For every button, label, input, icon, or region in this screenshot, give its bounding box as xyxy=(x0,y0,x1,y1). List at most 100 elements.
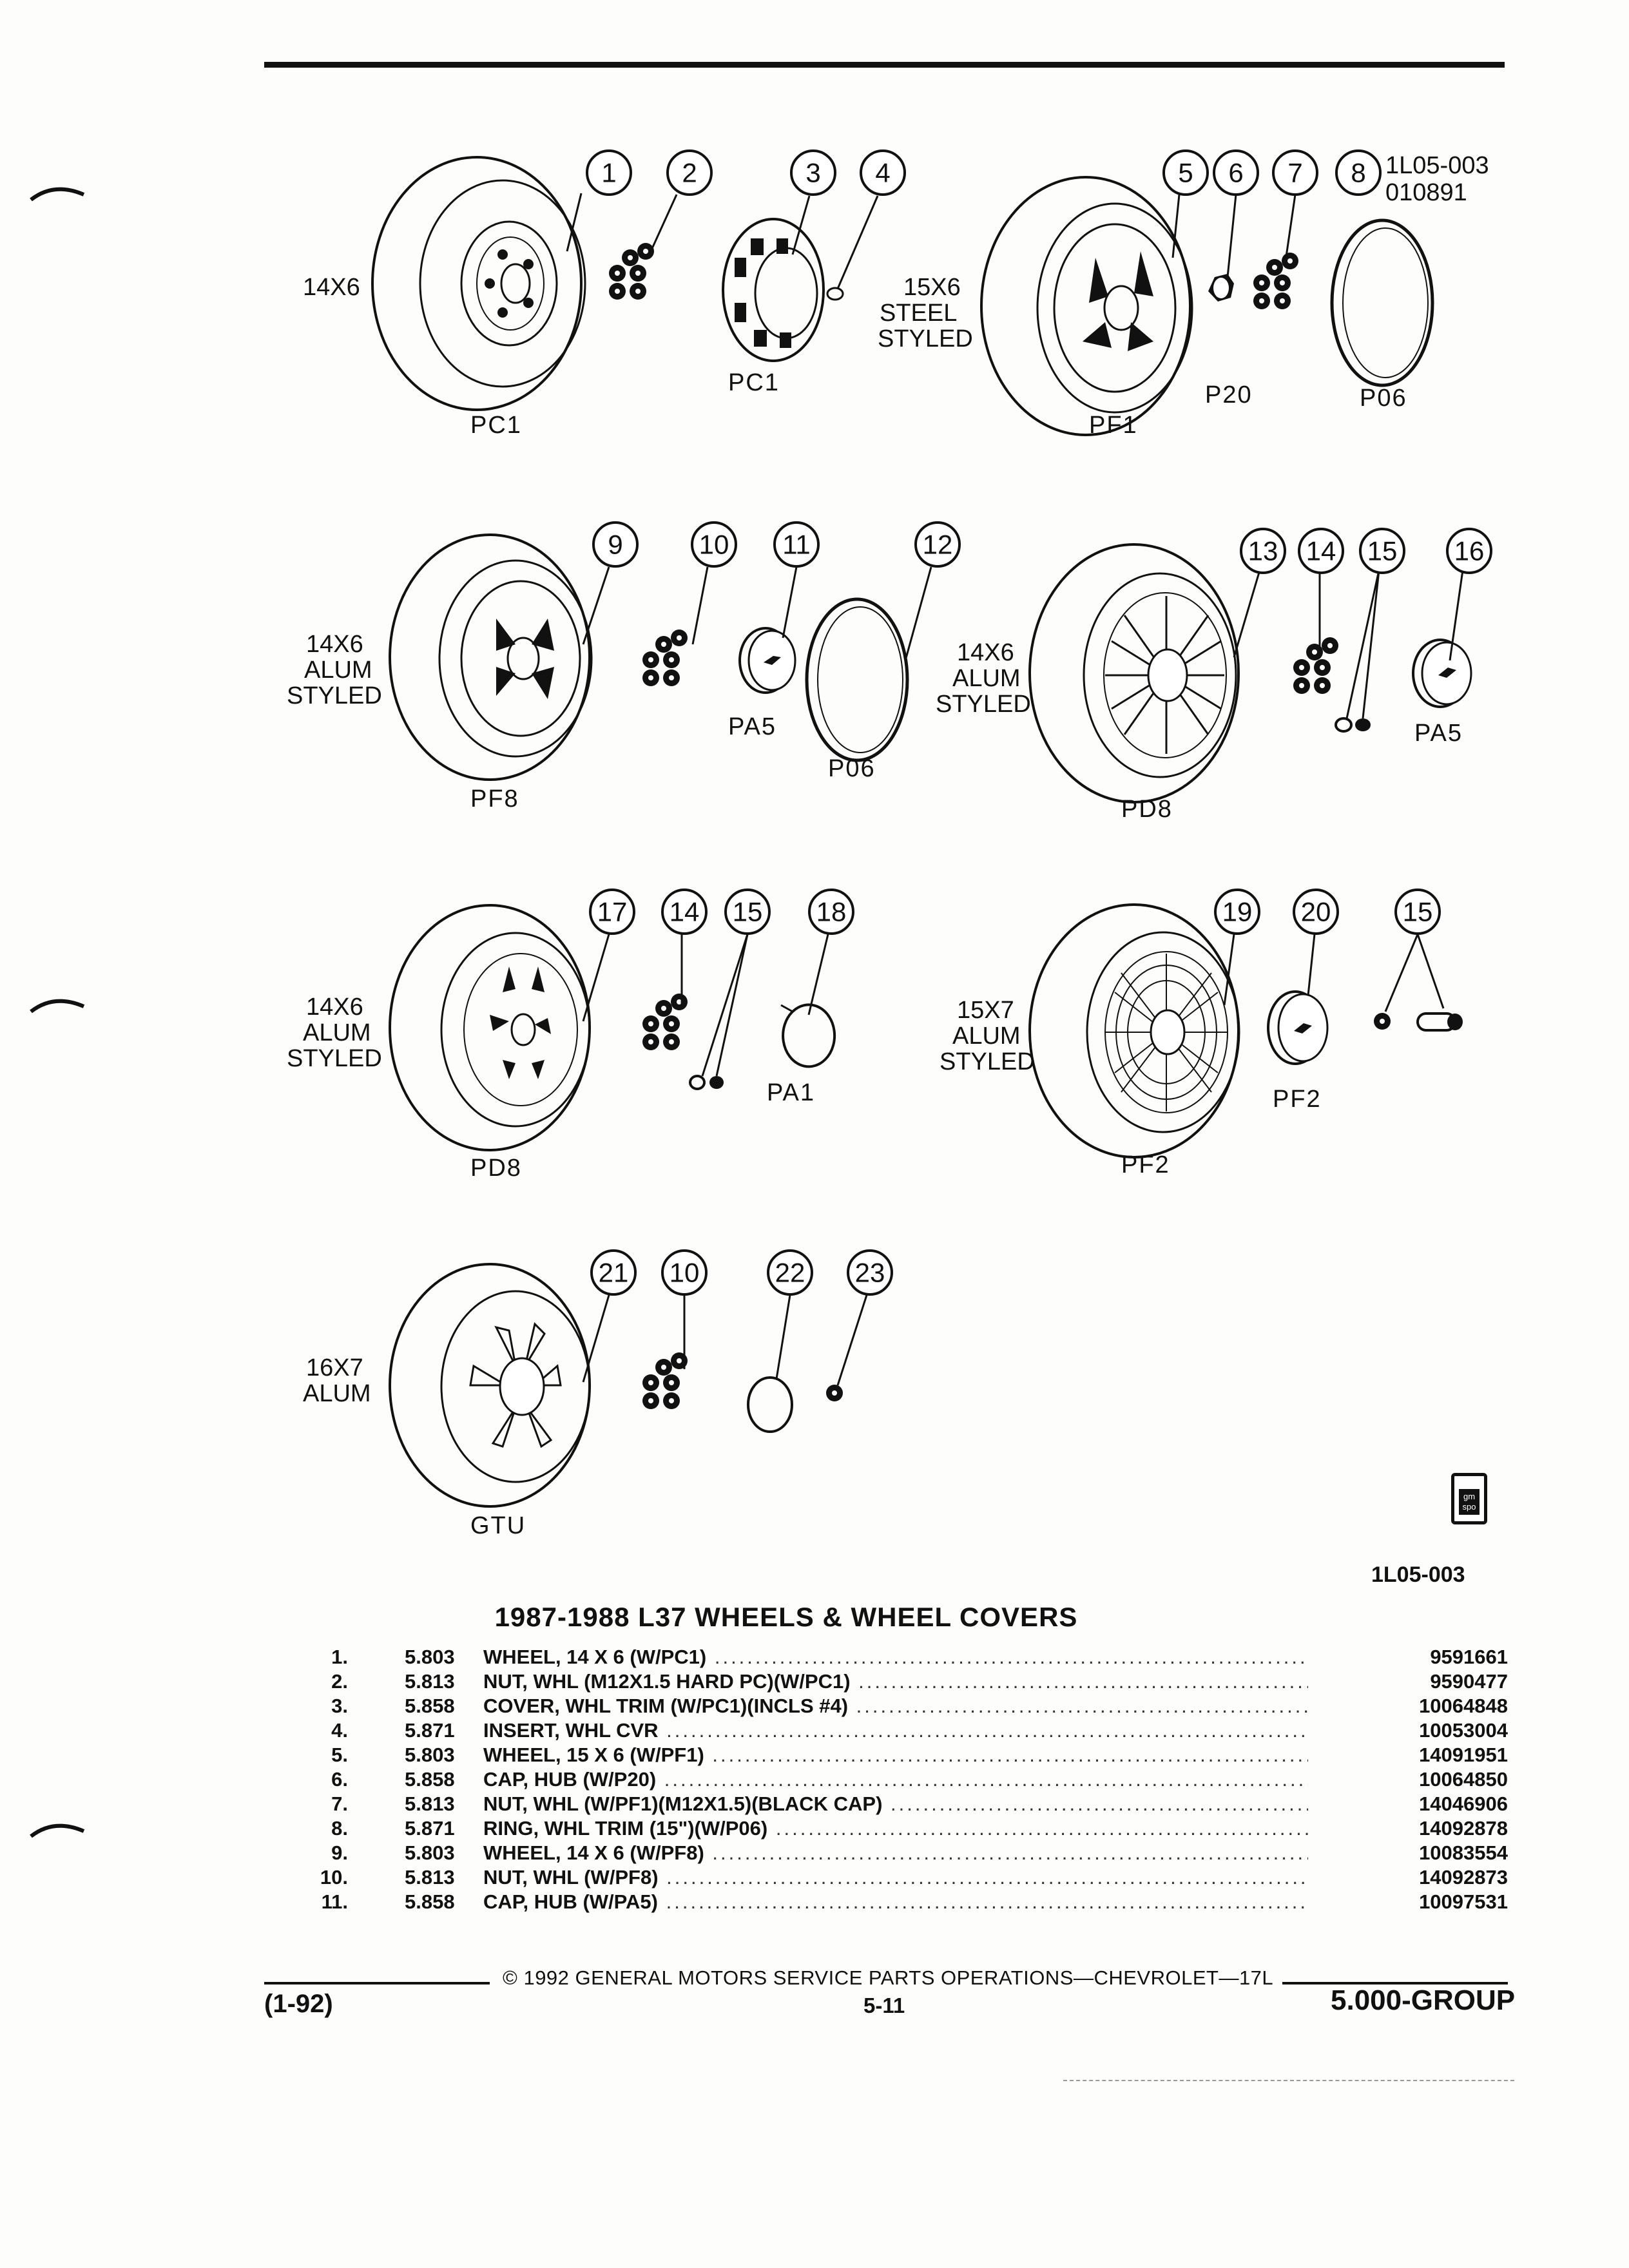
part-detail: , HUB (W/PA5) xyxy=(523,1890,658,1913)
svg-text:11: 11 xyxy=(782,530,811,560)
part-description: CAP, HUB (W/P20) .......................… xyxy=(483,1767,1308,1792)
svg-text:15: 15 xyxy=(733,897,763,927)
group-number: 5.858 xyxy=(405,1695,455,1717)
valve-stems-pd8 xyxy=(1335,717,1371,733)
item-number: 9. xyxy=(331,1841,348,1864)
insert-pc1 xyxy=(826,287,844,301)
lock-nut-set-pf2 xyxy=(1374,1012,1463,1032)
part-description: NUT, WHL (M12X1.5 HARD PC)(W/PC1) ......… xyxy=(483,1669,1308,1694)
part-description: WHEEL, 14 X 6 (W/PC1) ..................… xyxy=(483,1645,1308,1669)
size-label-pf8-line1: 14X6 xyxy=(306,631,363,658)
part-description: CAP, HUB (W/PA5) .......................… xyxy=(483,1890,1308,1914)
svg-text:10: 10 xyxy=(699,530,729,560)
callout-15: 15 xyxy=(1359,528,1405,574)
svg-text:20: 20 xyxy=(1301,897,1331,927)
parts-row: 3. 5.858 COVER, WHL TRIM (W/PC1)(INCLS #4)… xyxy=(296,1694,1508,1718)
part-code-pf2: PF2 xyxy=(1273,1086,1322,1113)
svg-text:2: 2 xyxy=(682,158,697,188)
wheel-code-pf8: PF8 xyxy=(470,785,519,812)
svg-text:22: 22 xyxy=(775,1258,805,1288)
part-name: CAP xyxy=(483,1768,523,1791)
center-cap-pa1 xyxy=(780,1003,836,1068)
wheel-group-gtu: 16X7 ALUM GTU 21 10 22 23 xyxy=(303,1249,893,1539)
item-number: 11. xyxy=(321,1890,348,1913)
group-label: 5.000-GROUP xyxy=(1331,1984,1516,2016)
part-number: 14046906 xyxy=(1419,1792,1508,1815)
svg-text:3: 3 xyxy=(805,158,820,188)
group-number: 5.813 xyxy=(405,1866,455,1888)
group-number: 5.813 xyxy=(405,1670,455,1693)
part-code-p20: P20 xyxy=(1205,381,1253,408)
callout-7: 7 xyxy=(1272,149,1318,196)
size-label-pd8-line2: ALUM xyxy=(952,665,1021,692)
item-number: 2. xyxy=(331,1670,348,1693)
part-number: 10064848 xyxy=(1419,1695,1508,1717)
part-detail: , WHL (W/PF8) xyxy=(522,1866,659,1888)
svg-text:13: 13 xyxy=(1248,536,1278,566)
center-cap-pd8 xyxy=(1412,639,1472,708)
callout-22: 22 xyxy=(767,1249,813,1296)
lug-nuts-gtu xyxy=(642,1352,688,1409)
lug-nuts-pf8 xyxy=(642,629,688,686)
part-number: 9590477 xyxy=(1430,1670,1508,1693)
document-id: 1L05-003 010891 xyxy=(1385,152,1489,206)
wheel-group-pf1: 15X6 STEEL STYLED PF1 P20 P06 5 6 7 8 xyxy=(878,149,1434,439)
part-description: WHEEL, 14 X 6 (W/PF8) ..................… xyxy=(483,1841,1308,1865)
part-code-pa5-a: PA5 xyxy=(728,713,776,740)
part-code-pc1: PC1 xyxy=(728,369,780,396)
part-description: NUT, WHL (W/PF8) .......................… xyxy=(483,1865,1308,1890)
gm-spo-logo: gm spo xyxy=(1451,1473,1487,1524)
item-number: 3. xyxy=(331,1695,348,1717)
svg-text:18: 18 xyxy=(816,897,847,927)
item-number: 7. xyxy=(331,1792,348,1815)
group-number: 5.803 xyxy=(405,1744,455,1766)
cap-nut-gtu xyxy=(826,1385,843,1401)
wheel-pf2-drawing xyxy=(1028,903,1240,1158)
wheel-code-gtu: GTU xyxy=(470,1512,526,1539)
part-number: 14092873 xyxy=(1419,1866,1508,1888)
svg-text:4: 4 xyxy=(875,158,890,188)
wheel-group-pf2: 15X7 ALUM STYLED PF2 PF2 xyxy=(940,889,1463,1178)
part-name: WHEEL xyxy=(483,1744,555,1766)
wheel-pd8b-drawing xyxy=(389,904,591,1151)
wheel-code-pf1: PF1 xyxy=(1089,412,1138,439)
footer-rule-right xyxy=(1282,1982,1508,1984)
size-label-pf1-line3: STYLED xyxy=(878,325,973,352)
size-label-pf8-line2: ALUM xyxy=(304,657,372,684)
scan-artifact-line xyxy=(1063,2080,1514,2081)
leader-dots: ........................................… xyxy=(664,1768,1308,1791)
wheel-group-pc1: 14X6 PC1 PC1 1 2 3 4 xyxy=(303,149,906,439)
part-description: NUT, WHL (W/PF1)(M12X1.5)(BLACK CAP) ...… xyxy=(483,1792,1308,1816)
part-number: 10064850 xyxy=(1419,1768,1508,1791)
wheel-gtu-drawing xyxy=(389,1263,591,1508)
part-number: 14092878 xyxy=(1419,1817,1508,1840)
hub-cap-pf1 xyxy=(1208,274,1234,302)
callout-15b: 15 xyxy=(724,889,771,935)
svg-text:19: 19 xyxy=(1222,897,1253,927)
callout-10b: 10 xyxy=(661,1249,708,1296)
item-number: 6. xyxy=(331,1768,348,1791)
leader-dots: ........................................… xyxy=(712,1841,1308,1864)
trim-ring-pf8 xyxy=(805,597,909,762)
part-detail: , WHL (M12X1.5 HARD PC)(W/PC1) xyxy=(522,1670,851,1693)
part-name: INSERT xyxy=(483,1719,555,1742)
callout-16: 16 xyxy=(1446,528,1492,574)
wheel-pf8-drawing xyxy=(389,533,593,781)
leader-dots: ........................................… xyxy=(858,1670,1308,1693)
hub-cap-pf8 xyxy=(738,627,796,694)
part-detail: , HUB (W/P20) xyxy=(523,1768,657,1791)
part-name: WHEEL xyxy=(483,1841,555,1864)
part-description: COVER, WHL TRIM (W/PC1)(INCLS #4) ......… xyxy=(483,1694,1308,1718)
size-label-gtu-line1: 16X7 xyxy=(306,1354,363,1381)
leader-dots: ........................................… xyxy=(714,1646,1308,1668)
svg-text:1: 1 xyxy=(601,158,616,188)
callout-6: 6 xyxy=(1213,149,1259,196)
size-label-pd8-line3: STYLED xyxy=(936,691,1031,718)
